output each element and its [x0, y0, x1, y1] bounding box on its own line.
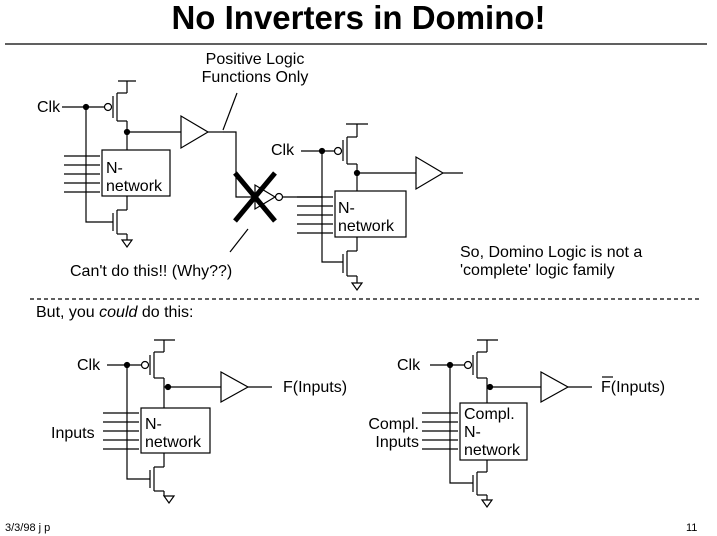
- clk-label-3: Clk: [77, 357, 101, 374]
- n-network-line-2: network: [106, 178, 163, 195]
- compl-network-line-3: network: [464, 442, 521, 459]
- compl-network-label: Compl. N- network: [464, 406, 520, 460]
- n-network-label-3: N- network: [145, 416, 201, 452]
- compl-network-line-1: Compl.: [464, 406, 515, 423]
- but-you-italic: could: [99, 304, 138, 321]
- note-line-2: Functions Only: [201, 69, 309, 86]
- but-you-before: But, you: [36, 304, 100, 321]
- but-you-could-label: But, you could do this:: [36, 304, 193, 322]
- note-pointer: [222, 92, 238, 131]
- page-number: 11: [686, 522, 698, 534]
- domino-gate-3: [103, 339, 272, 505]
- n-network-line-1: N-: [145, 416, 162, 433]
- f-bar-inputs-label: F(Inputs): [601, 379, 665, 397]
- footer-date: 3/3/98 j p: [5, 522, 51, 534]
- compl-inputs-line-2: Inputs: [375, 434, 419, 451]
- page-title: No Inverters in Domino!: [171, 0, 546, 36]
- domino-gate-4: [422, 339, 592, 509]
- but-you-after: do this:: [137, 304, 194, 321]
- positive-logic-note: Positive Logic Functions Only: [193, 51, 317, 87]
- n-network-line-1: N-: [338, 200, 355, 217]
- not-complete-line-2: 'complete' logic family: [460, 262, 615, 279]
- f-bar-rest: (Inputs): [610, 379, 666, 396]
- inputs-label: Inputs: [51, 425, 95, 442]
- n-network-line-1: N-: [106, 160, 123, 177]
- clk-label-2: Clk: [271, 142, 295, 159]
- n-network-line-2: network: [338, 218, 395, 235]
- not-complete-note: So, Domino Logic is not a 'complete' log…: [460, 244, 642, 280]
- note-line-1: Positive Logic: [205, 51, 305, 68]
- compl-inputs-label: Compl. Inputs: [355, 416, 419, 452]
- not-complete-line-1: So, Domino Logic is not a: [460, 244, 643, 261]
- f-inputs-label: F(Inputs): [283, 379, 348, 396]
- domino-gate-1: [62, 80, 223, 249]
- domino-gate-2: [297, 123, 463, 292]
- clk-label-4: Clk: [397, 357, 421, 374]
- crossed-inverter: [223, 131, 322, 253]
- compl-inputs-line-1: Compl.: [368, 416, 419, 433]
- cant-do-this-label: Can't do this!! (Why??): [70, 263, 233, 280]
- n-network-label-2: N- network: [338, 200, 394, 236]
- n-network-label-1: N- network: [106, 160, 162, 196]
- n-network-line-2: network: [145, 434, 202, 451]
- clk-label-1: Clk: [37, 99, 61, 116]
- compl-network-line-2: N-: [464, 424, 481, 441]
- f-bar-letter: F: [601, 379, 611, 396]
